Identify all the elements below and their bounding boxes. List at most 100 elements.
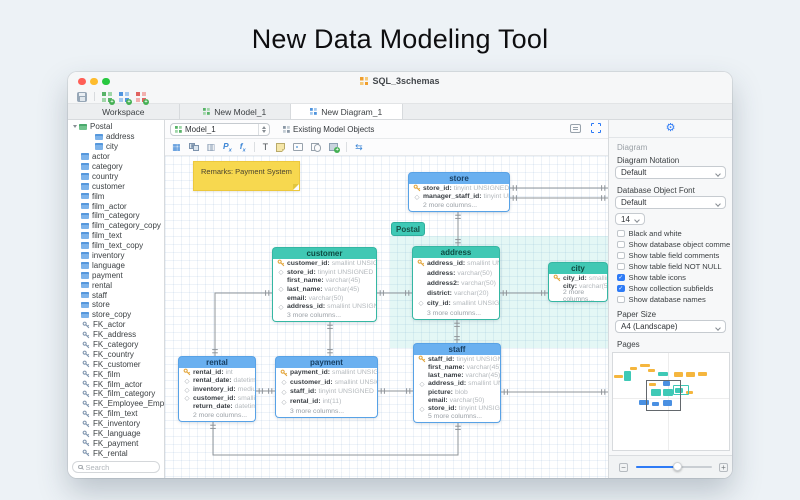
model-selector[interactable]: Model_1 bbox=[170, 123, 270, 136]
tree-item-actor[interactable]: actor bbox=[68, 152, 164, 162]
tree-item-fk_language[interactable]: FK_language bbox=[68, 429, 164, 439]
option-show-table-field-not-null[interactable]: Show table field NOT NULL bbox=[617, 261, 730, 272]
new-report-button[interactable] bbox=[136, 91, 149, 105]
checkbox-checked[interactable]: ✓ bbox=[617, 284, 625, 293]
tree-item-fk_film_category[interactable]: FK_film_category bbox=[68, 389, 164, 399]
font-size-select[interactable]: 14 bbox=[615, 213, 645, 225]
field-type: varchar(50) bbox=[461, 279, 496, 287]
tree-item-film_text_copy[interactable]: film_text_copy bbox=[68, 241, 164, 251]
zoom-slider[interactable] bbox=[636, 462, 712, 472]
tab-new-diagram-1[interactable]: New Diagram_1 bbox=[291, 104, 403, 119]
diagram-notation-select[interactable]: Default bbox=[615, 166, 726, 179]
tree-item-store[interactable]: store bbox=[68, 300, 164, 310]
layer-label[interactable]: Postal bbox=[391, 222, 425, 236]
tree-item-fk_customer[interactable]: FK_customer bbox=[68, 359, 164, 369]
tree-item-address[interactable]: address bbox=[68, 132, 164, 142]
checkbox-unchecked[interactable] bbox=[617, 240, 625, 249]
tree-item-fk_country[interactable]: FK_country bbox=[68, 349, 164, 359]
existing-model-objects-button[interactable]: Existing Model Objects bbox=[283, 120, 374, 139]
table-rental[interactable]: rentalrental_id:int◇rental_date:datetime… bbox=[178, 356, 256, 422]
tree-item-rental[interactable]: rental bbox=[68, 280, 164, 290]
option-show-database-names[interactable]: Show database names bbox=[617, 294, 730, 305]
object-font-select[interactable]: Default bbox=[615, 196, 726, 209]
option-show-table-icons[interactable]: ✓Show table icons bbox=[617, 272, 730, 283]
tree-item-film_category[interactable]: film_category bbox=[68, 211, 164, 221]
tree-item-store_copy[interactable]: store_copy bbox=[68, 310, 164, 320]
tree-item-film_category_copy[interactable]: film_category_copy bbox=[68, 221, 164, 231]
fullscreen-icon[interactable] bbox=[590, 122, 602, 134]
minimap-object bbox=[663, 381, 670, 386]
checkbox-unchecked[interactable] bbox=[617, 229, 625, 238]
tree-item-film[interactable]: film bbox=[68, 191, 164, 201]
tree-item-staff[interactable]: staff bbox=[68, 290, 164, 300]
tree-item-fk_employee_employee[interactable]: FK_Employee_Employee bbox=[68, 399, 164, 409]
checkbox-checked[interactable]: ✓ bbox=[617, 273, 625, 282]
primary-key-tool[interactable]: Px bbox=[223, 140, 232, 154]
model-selector-stepper[interactable] bbox=[258, 124, 269, 135]
tree-item-film_text[interactable]: film_text bbox=[68, 231, 164, 241]
shape-tool[interactable] bbox=[311, 142, 322, 152]
paper-size-select[interactable]: A4 (Landscape) bbox=[615, 320, 726, 333]
option-black-and-white[interactable]: Black and white bbox=[617, 228, 730, 239]
pages-minimap[interactable] bbox=[612, 352, 730, 451]
tree-item-fk_film_actor[interactable]: FK_film_actor bbox=[68, 379, 164, 389]
tree-item-fk_actor[interactable]: FK_actor bbox=[68, 320, 164, 330]
tree-item-payment[interactable]: payment bbox=[68, 270, 164, 280]
tab-workspace[interactable]: Workspace bbox=[68, 104, 180, 119]
save-button[interactable] bbox=[77, 91, 87, 102]
tree-item-language[interactable]: language bbox=[68, 260, 164, 270]
tree-item-fk_rental[interactable]: FK_rental bbox=[68, 448, 164, 458]
option-show-database-object-comments[interactable]: Show database object comments bbox=[617, 239, 730, 250]
checkbox-unchecked[interactable] bbox=[617, 295, 625, 304]
option-show-collection-subfields[interactable]: ✓Show collection subfields bbox=[617, 283, 730, 294]
checkbox-unchecked[interactable] bbox=[617, 262, 625, 271]
fullscreen-window-button[interactable] bbox=[102, 77, 110, 85]
tree-item-category[interactable]: category bbox=[68, 162, 164, 172]
tree-item-city[interactable]: city bbox=[68, 142, 164, 152]
tree-item-fk_film_text[interactable]: FK_film_text bbox=[68, 409, 164, 419]
image-tool[interactable] bbox=[293, 143, 304, 151]
tree-item-postal[interactable]: Postal bbox=[68, 122, 164, 132]
tree-item-country[interactable]: country bbox=[68, 171, 164, 181]
tree-item-fk_payment[interactable]: FK_payment bbox=[68, 439, 164, 449]
auto-layout-tool[interactable]: ⇆ bbox=[355, 142, 363, 152]
tree-item-film_actor[interactable]: film_actor bbox=[68, 201, 164, 211]
tree-item-fk_address[interactable]: FK_address bbox=[68, 330, 164, 340]
tree-item-customer[interactable]: customer bbox=[68, 181, 164, 191]
tree-item-fk_category[interactable]: FK_category bbox=[68, 340, 164, 350]
settings-gear-icon[interactable]: ⚙ bbox=[665, 122, 676, 134]
zoom-in-button[interactable]: + bbox=[719, 462, 728, 472]
option-show-table-field-comments[interactable]: Show table field comments bbox=[617, 250, 730, 261]
search-box[interactable]: Search bbox=[72, 461, 160, 473]
tree-item-inventory[interactable]: inventory bbox=[68, 251, 164, 261]
function-tool[interactable]: fx bbox=[239, 140, 246, 154]
new-relation-tool[interactable] bbox=[188, 143, 199, 151]
new-table-tool[interactable]: ▦ bbox=[172, 142, 181, 152]
new-layer-tool[interactable] bbox=[329, 143, 341, 153]
close-window-button[interactable] bbox=[78, 77, 86, 85]
tab-new-model-1[interactable]: New Model_1 bbox=[180, 104, 291, 119]
new-diagram-button[interactable] bbox=[119, 91, 132, 105]
zoom-out-button[interactable]: − bbox=[619, 462, 628, 472]
chevron-down-icon[interactable] bbox=[73, 125, 77, 129]
sticky-note[interactable]: Remarks: Payment System bbox=[193, 161, 300, 191]
note-tool[interactable] bbox=[276, 142, 286, 152]
text-tool[interactable]: T bbox=[262, 142, 269, 152]
minimize-window-button[interactable] bbox=[90, 77, 98, 85]
new-model-button[interactable] bbox=[102, 91, 115, 105]
window-title-area: SQL_3schemas bbox=[68, 72, 732, 90]
minimap-viewport[interactable] bbox=[646, 380, 681, 411]
tree-item-fk_film[interactable]: FK_film bbox=[68, 369, 164, 379]
checkbox-unchecked[interactable] bbox=[617, 251, 625, 260]
comment-icon[interactable] bbox=[570, 124, 581, 133]
new-view-tool[interactable]: ▥ bbox=[206, 142, 216, 152]
tree-item-fk_inventory[interactable]: FK_inventory bbox=[68, 419, 164, 429]
zoom-slider-thumb[interactable] bbox=[673, 462, 683, 472]
